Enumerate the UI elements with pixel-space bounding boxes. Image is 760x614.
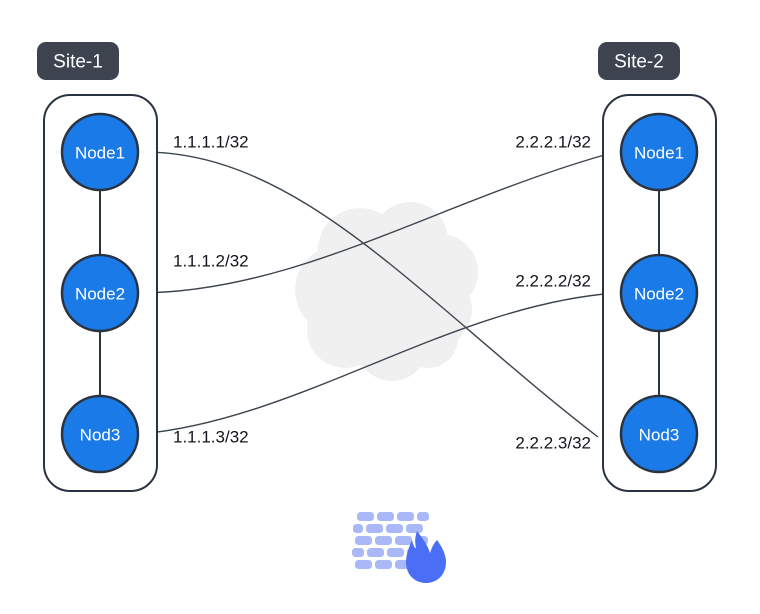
firewall-icon <box>352 512 446 583</box>
node-left-node-3-label: Nod3 <box>80 426 121 445</box>
site-1-badge-label: Site-1 <box>53 52 103 73</box>
ip-label-left-node-2: 1.1.1.2/32 <box>173 252 249 271</box>
node-right-node-1[interactable]: Node1 <box>619 112 699 192</box>
node-left-node-1[interactable]: Node1 <box>60 112 140 192</box>
ip-label-right-node-1: 2.2.2.1/32 <box>515 133 591 152</box>
ip-label-left-node-3: 1.1.1.3/32 <box>173 428 249 447</box>
ip-label-right-node-2: 2.2.2.2/32 <box>515 272 591 291</box>
cross-site-links <box>139 151 617 438</box>
node-right-node-2[interactable]: Node2 <box>619 253 699 333</box>
node-right-node-3[interactable]: Nod3 <box>619 394 699 474</box>
site-2-badge-label: Site-2 <box>614 52 664 73</box>
flame-icon <box>406 531 446 583</box>
site-1-group: Node1 Node2 Nod3 Site-1 <box>37 42 158 492</box>
node-left-node-1-label: Node1 <box>75 144 125 163</box>
network-cloud <box>295 202 478 381</box>
ip-label-left-node-1: 1.1.1.1/32 <box>173 133 249 152</box>
link-left-node-3-to-right-node-2 <box>139 292 617 435</box>
node-left-node-2[interactable]: Node2 <box>60 253 140 333</box>
link-left-node-1-to-right-node-3 <box>139 151 599 438</box>
site-1-badge[interactable]: Site-1 <box>37 42 119 80</box>
site-2-group: Node1 Node2 Nod3 Site-2 <box>598 42 717 492</box>
node-right-node-2-label: Node2 <box>634 285 684 304</box>
link-left-node-2-to-right-node-1 <box>139 151 616 294</box>
node-left-node-3[interactable]: Nod3 <box>60 394 140 474</box>
node-right-node-3-label: Nod3 <box>639 426 680 445</box>
node-left-node-2-label: Node2 <box>75 285 125 304</box>
ip-label-right-node-3: 2.2.2.3/32 <box>515 434 591 453</box>
site-2-badge[interactable]: Site-2 <box>598 42 680 80</box>
node-right-node-1-label: Node1 <box>634 144 684 163</box>
